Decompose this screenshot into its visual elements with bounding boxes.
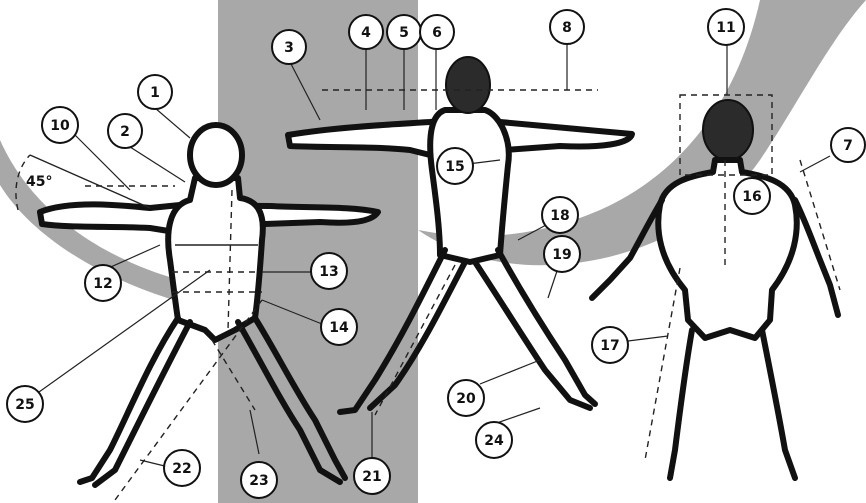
svg-text:2: 2 <box>120 124 130 140</box>
svg-text:12: 12 <box>93 276 112 292</box>
svg-text:8: 8 <box>562 20 572 36</box>
svg-text:4: 4 <box>361 25 371 41</box>
svg-text:23: 23 <box>249 473 268 489</box>
callout-10: 10 <box>42 107 78 143</box>
figure-front-torso <box>168 178 263 340</box>
callout-18: 18 <box>542 197 578 233</box>
figure-front-head <box>190 125 242 185</box>
svg-text:5: 5 <box>399 25 409 41</box>
callout-19: 19 <box>544 236 580 272</box>
svg-text:24: 24 <box>484 433 504 449</box>
figure-front-left-leg-outer <box>80 318 178 482</box>
svg-text:14: 14 <box>329 320 349 336</box>
svg-text:18: 18 <box>550 208 569 224</box>
callout-16: 16 <box>734 178 770 214</box>
figure-back-standing <box>592 95 840 478</box>
callout-3: 3 <box>272 30 306 64</box>
figure-standing-right-arm <box>795 200 838 315</box>
figure-standing-left-leg <box>670 330 692 478</box>
callout-24: 24 <box>476 422 512 458</box>
figure-standing-torso <box>658 160 797 338</box>
svg-text:25: 25 <box>15 397 34 413</box>
figure-back-torso <box>430 110 509 262</box>
figure-back-right-leg <box>475 262 590 408</box>
svg-text:7: 7 <box>843 138 853 154</box>
callout-25: 25 <box>7 386 43 422</box>
svg-text:22: 22 <box>172 461 191 477</box>
svg-text:11: 11 <box>716 20 735 36</box>
callout-7: 7 <box>831 128 865 162</box>
figure-back-right-leg-outer <box>498 250 595 404</box>
angle-label: 45° <box>26 174 52 190</box>
svg-text:16: 16 <box>742 189 761 205</box>
svg-text:6: 6 <box>432 25 442 41</box>
callout-4: 4 <box>349 15 383 49</box>
svg-text:19: 19 <box>552 247 571 263</box>
svg-text:15: 15 <box>445 159 464 175</box>
callout-11: 11 <box>708 9 744 45</box>
svg-text:3: 3 <box>284 40 294 56</box>
figure-back-head <box>446 57 490 113</box>
callout-17: 17 <box>592 327 628 363</box>
svg-text:17: 17 <box>600 338 619 354</box>
callout-23: 23 <box>241 462 277 498</box>
svg-text:1: 1 <box>150 85 160 101</box>
svg-text:21: 21 <box>362 469 381 485</box>
svg-text:10: 10 <box>50 118 70 134</box>
callout-2: 2 <box>108 114 142 148</box>
svg-text:13: 13 <box>319 264 338 280</box>
callout-1: 1 <box>138 75 172 109</box>
callout-14: 14 <box>321 309 357 345</box>
callout-13: 13 <box>311 253 347 289</box>
callout-12: 12 <box>85 265 121 301</box>
figure-standing-right-leg <box>762 330 795 478</box>
callout-6: 6 <box>420 15 454 49</box>
callout-5: 5 <box>387 15 421 49</box>
callout-8: 8 <box>550 10 584 44</box>
figure-standing-head <box>703 100 753 160</box>
callout-22: 22 <box>164 450 200 486</box>
callout-15: 15 <box>437 148 473 184</box>
callout-21: 21 <box>354 458 390 494</box>
callout-20: 20 <box>448 380 484 416</box>
svg-text:20: 20 <box>456 391 476 407</box>
